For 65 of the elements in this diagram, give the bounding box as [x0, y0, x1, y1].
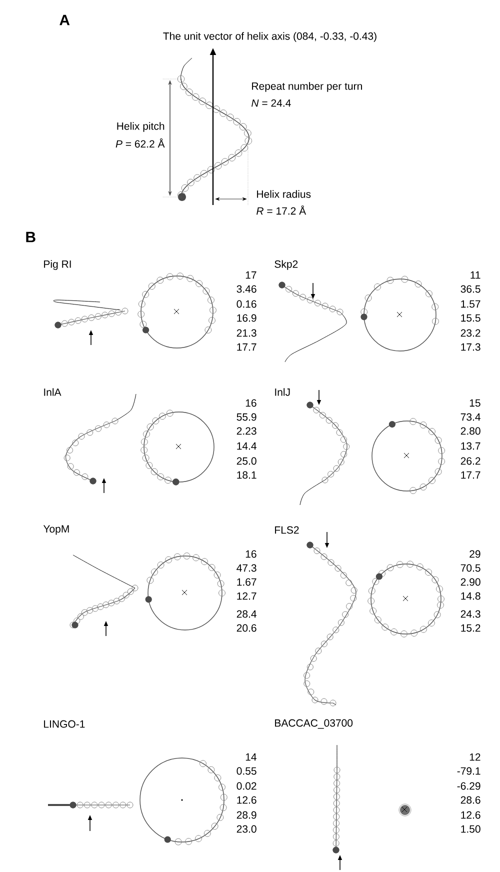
- parameter-value: 16: [246, 399, 256, 407]
- parameter-value: 26.2: [460, 457, 480, 465]
- axis-caption: The unit vector of helix axis (084, -0.33, -0.43): [163, 32, 376, 42]
- parameter-value: P = 62.2 Å: [116, 138, 165, 148]
- parameter-value: 25.0: [236, 457, 256, 465]
- parameter-value: 0.02: [236, 782, 256, 790]
- parameter-value: 12: [470, 753, 480, 761]
- protein-name: LINGO-1: [44, 720, 85, 728]
- parameter-value: 16.9: [237, 314, 256, 322]
- parameter-value: 2.23: [236, 427, 256, 435]
- protein-name: BACCAC_03700: [275, 719, 353, 729]
- parameter-value: 14.4: [237, 442, 256, 450]
- parameter-value: 15: [470, 399, 480, 407]
- parameter-value: 1.50: [461, 825, 480, 833]
- parameter-value: 24.3: [460, 610, 480, 618]
- parameter-value: 28.9: [236, 811, 256, 819]
- parameter-value: 0.16: [236, 300, 256, 308]
- protein-name: YopM: [43, 525, 69, 535]
- parameter-value: N = 24.4: [252, 99, 291, 107]
- parameter-value: -79.1: [457, 767, 480, 775]
- parameter-value: 23.2: [460, 329, 480, 337]
- parameter-value: 13.7: [461, 442, 480, 450]
- parameter-value: 70.5: [460, 564, 480, 572]
- parameter-value: -6.29: [457, 782, 480, 790]
- parameter-value: 55.9: [236, 413, 256, 421]
- parameter-value: 3.46: [236, 285, 256, 293]
- parameter-value: 36.5: [460, 285, 480, 293]
- panel-label: B: [26, 232, 36, 242]
- parameter-value: 16: [246, 550, 256, 558]
- protein-name: InlA: [44, 388, 62, 396]
- parameter-value: 14: [246, 753, 256, 761]
- parameter-value: 73.4: [460, 413, 480, 421]
- parameter-value: 47.3: [236, 564, 256, 572]
- parameter-value: 1.67: [237, 578, 256, 586]
- parameter-value: R = 17.2 Å: [256, 205, 306, 215]
- parameter-value: 28.6: [460, 796, 480, 804]
- parameter-value: 14.8: [461, 592, 480, 600]
- parameter-value: 1.57: [461, 300, 480, 308]
- parameter-value: 17.7: [237, 343, 256, 351]
- parameter-value: 20.6: [236, 624, 256, 632]
- parameter-value: 17.3: [461, 343, 480, 351]
- parameter-value: 15.2: [461, 624, 480, 632]
- parameter-value: 28.4: [236, 610, 256, 618]
- parameter-value: 29: [470, 550, 480, 558]
- parameter-value: 23.0: [236, 825, 256, 833]
- parameter-value: 15.5: [461, 314, 480, 322]
- panel-label: A: [60, 14, 70, 26]
- protein-name: Pig RI: [44, 260, 71, 270]
- protein-name: FLS2: [275, 526, 299, 534]
- parameter-value: 21.3: [236, 329, 256, 337]
- parameter-value: 2.80: [460, 427, 480, 435]
- parameter-value: 17.7: [461, 471, 480, 479]
- parameter-label: Helix radius: [257, 190, 311, 198]
- protein-name: InlJ: [275, 388, 290, 396]
- parameter-value: 11: [470, 271, 480, 279]
- parameter-label: Helix pitch: [117, 122, 164, 132]
- parameter-value: 18.1: [237, 471, 256, 479]
- parameter-value: 2.90: [460, 578, 480, 586]
- parameter-value: 17: [246, 271, 256, 279]
- protein-name: Skp2: [274, 260, 298, 270]
- parameter-value: 0.55: [236, 767, 256, 775]
- parameter-value: 12.7: [237, 592, 256, 600]
- parameter-value: 12.6: [461, 811, 480, 819]
- parameter-value: 12.6: [237, 796, 256, 804]
- parameter-label: Repeat number per turn: [252, 82, 362, 92]
